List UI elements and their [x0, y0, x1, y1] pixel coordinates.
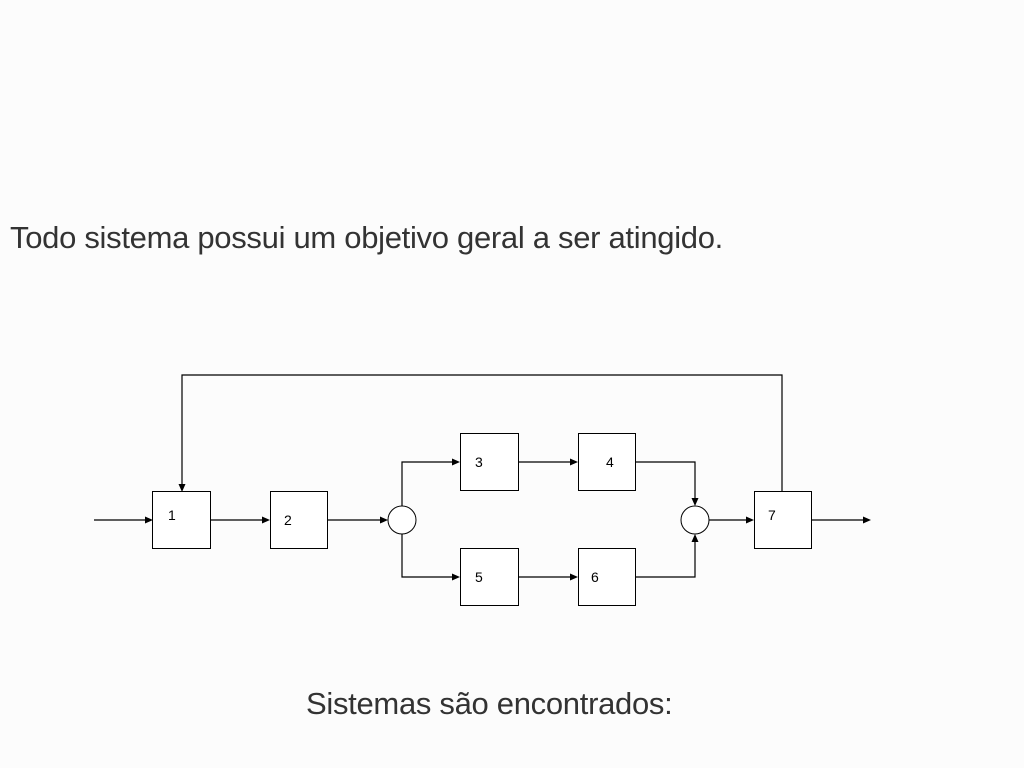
connection-split-to-3	[401, 461, 453, 506]
block-7: 7	[754, 491, 812, 549]
connection-6-to-merge	[636, 541, 696, 578]
arrowhead-output	[863, 516, 871, 524]
diagram-connections	[94, 374, 871, 581]
arrowhead-merge-bottom	[691, 534, 699, 542]
block-4: 4	[578, 433, 636, 491]
arrowhead-6-in	[570, 573, 578, 581]
block-3-label: 3	[475, 454, 483, 470]
connection-feedback-7-to-1	[181, 374, 783, 491]
arrowhead-4-in	[570, 458, 578, 466]
block-2-label: 2	[284, 512, 292, 528]
arrowhead-2-in	[262, 516, 270, 524]
block-5: 5	[460, 548, 519, 606]
arrowhead-merge-top	[691, 498, 699, 506]
arrowhead-3-in	[452, 458, 460, 466]
connection-split-to-5	[401, 534, 453, 578]
arrowhead-1-feedback	[178, 484, 186, 492]
block-3: 3	[460, 433, 519, 491]
block-5-label: 5	[475, 569, 483, 585]
junction-split	[387, 505, 417, 535]
connection-4-to-merge	[636, 461, 696, 499]
block-1-label: 1	[168, 507, 176, 523]
footer-text: Sistemas são encontrados:	[306, 686, 673, 721]
arrowhead-5-in	[452, 573, 460, 581]
arrowhead-1-in	[145, 516, 153, 524]
block-1: 1	[152, 491, 211, 549]
block-4-label: 4	[606, 454, 614, 470]
junction-merge	[680, 505, 710, 535]
block-6: 6	[578, 548, 636, 606]
arrowhead-split-in	[380, 516, 388, 524]
headline-text: Todo sistema possui um objetivo geral a …	[10, 220, 723, 255]
block-7-label: 7	[768, 507, 776, 523]
block-2: 2	[270, 491, 328, 549]
block-6-label: 6	[591, 569, 599, 585]
arrowhead-7-in	[746, 516, 754, 524]
